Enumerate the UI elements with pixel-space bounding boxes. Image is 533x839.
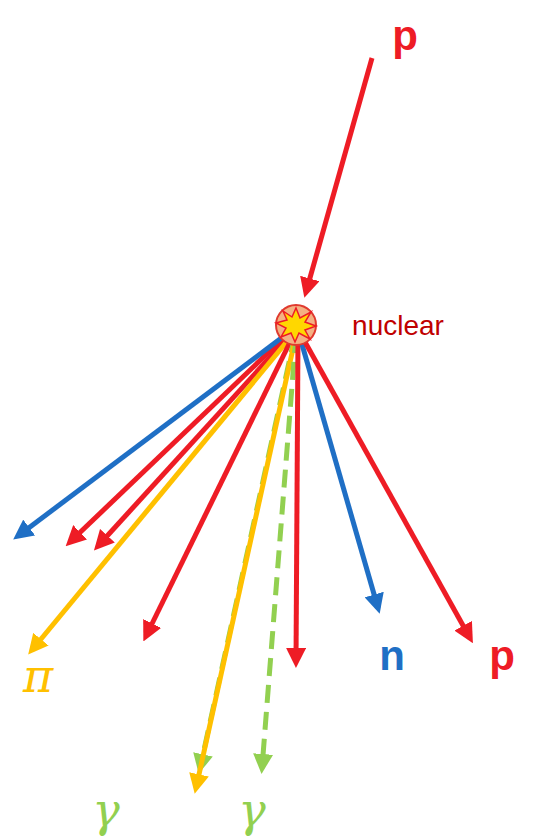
gamma-track (262, 335, 296, 768)
particle-label: p (392, 15, 418, 57)
particle-label: γ (92, 787, 120, 833)
proton-track (98, 332, 293, 546)
neutron-track (299, 334, 378, 608)
particle-label: γ (238, 787, 266, 833)
proton-track (300, 333, 470, 638)
incoming-proton (306, 58, 372, 292)
proton-track (146, 334, 294, 636)
particle-label: p (489, 635, 515, 677)
nucleus (276, 305, 316, 345)
particle-label: n (379, 635, 405, 677)
nucleus-label: nuclear (352, 312, 444, 340)
proton-track (296, 335, 298, 662)
particle-label: π (23, 653, 53, 699)
pion-track (32, 333, 294, 650)
pion-track (196, 335, 296, 788)
collision-burst (276, 308, 316, 342)
